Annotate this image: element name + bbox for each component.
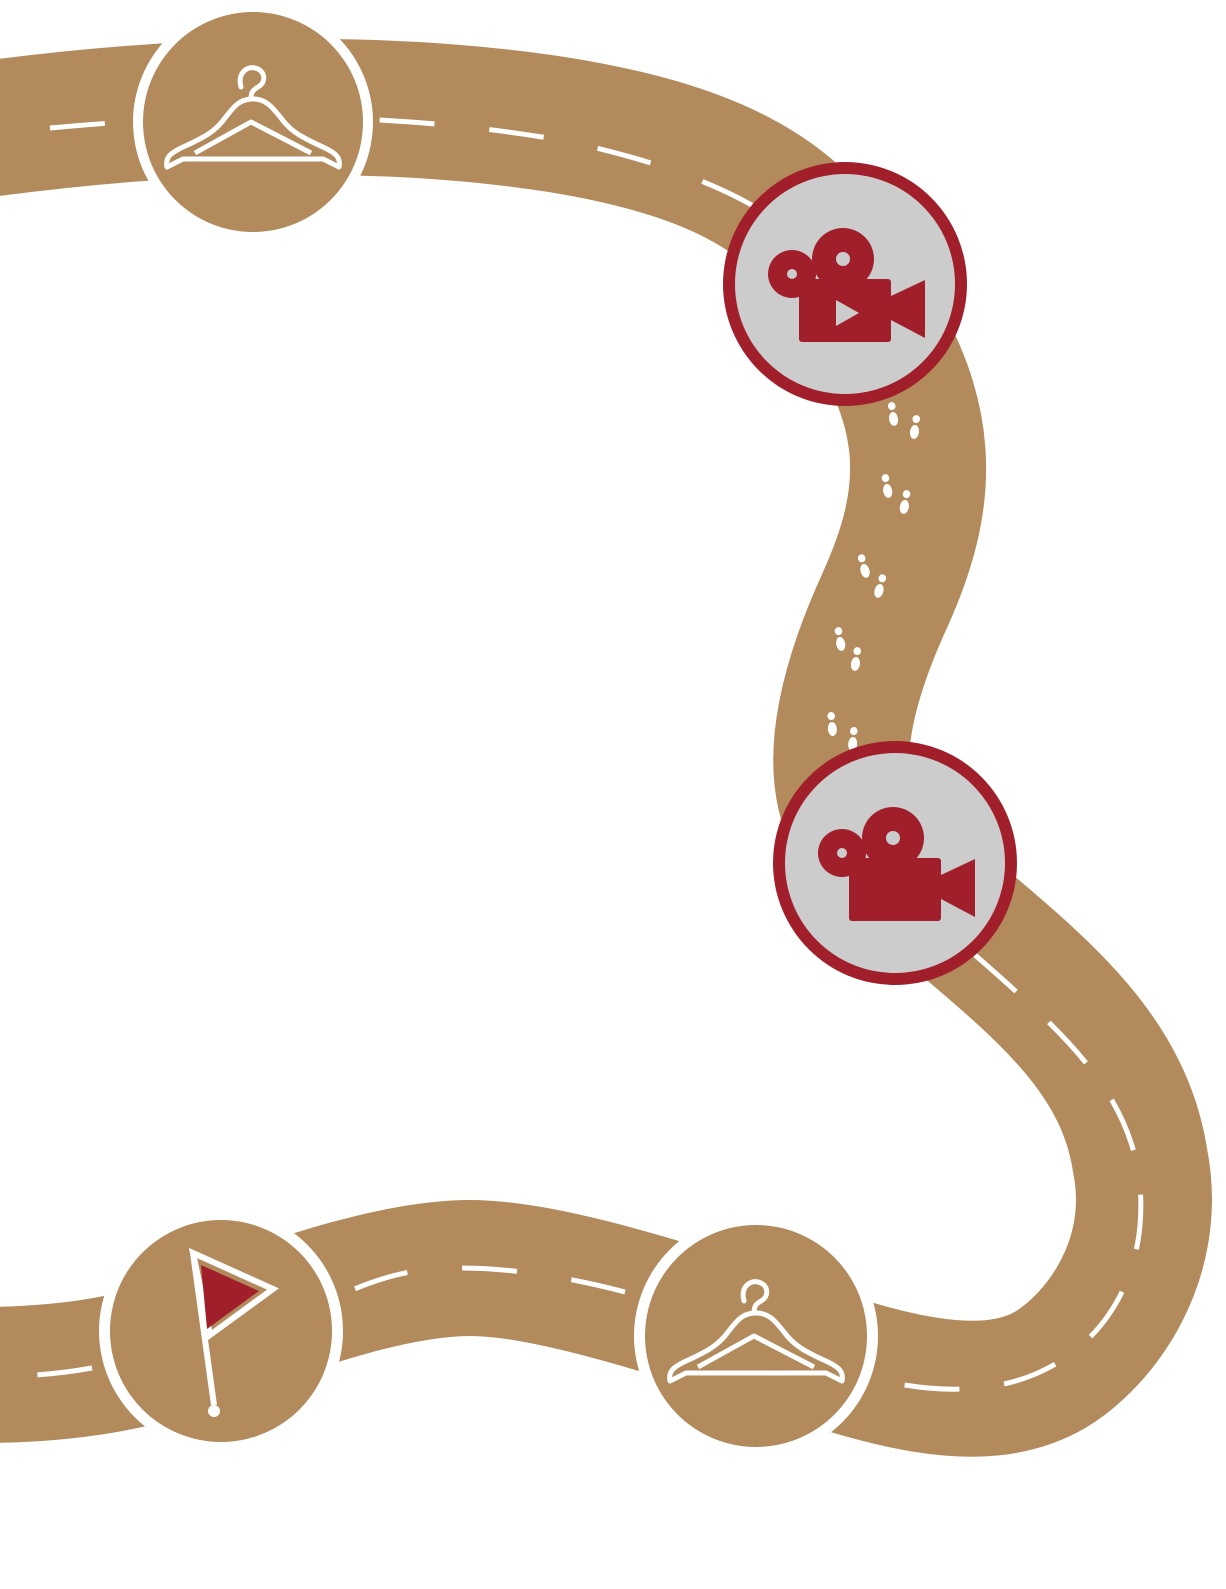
stop-flag-start bbox=[99, 1209, 343, 1453]
footprint-icon bbox=[887, 402, 899, 426]
footprint-icon bbox=[909, 415, 921, 439]
stop-hanger-top bbox=[133, 2, 373, 242]
stop-hanger-bottom bbox=[634, 1214, 878, 1458]
footprint-icon bbox=[874, 574, 887, 598]
road-layer bbox=[0, 38, 1212, 1457]
road-top bbox=[0, 38, 907, 317]
stop-camera-upper bbox=[723, 162, 967, 406]
hanger-icon bbox=[164, 65, 342, 170]
footprint-icon bbox=[848, 727, 858, 751]
lane-dashes-right bbox=[879, 953, 1144, 1392]
footprint-icon bbox=[850, 647, 862, 671]
video-camera-icon bbox=[818, 807, 975, 921]
hanger-icon bbox=[667, 1279, 845, 1384]
footprint-icon bbox=[899, 490, 911, 514]
stop-camera-lower bbox=[773, 741, 1017, 985]
footprint-icon bbox=[827, 712, 837, 736]
road-right-curve bbox=[731, 812, 1212, 1457]
lane-dashes-bottom-left bbox=[34, 1365, 93, 1378]
footprint-icon bbox=[834, 627, 846, 651]
lane-markings bbox=[34, 114, 1144, 1392]
lane-dashes-bottom bbox=[344, 1265, 626, 1296]
footprint-icon bbox=[881, 474, 893, 498]
stop-disc bbox=[110, 1220, 332, 1442]
footprint-icon bbox=[857, 554, 870, 578]
video-camera-play-icon bbox=[768, 228, 925, 342]
flag-icon bbox=[188, 1247, 279, 1417]
footprints-trail bbox=[827, 402, 921, 751]
